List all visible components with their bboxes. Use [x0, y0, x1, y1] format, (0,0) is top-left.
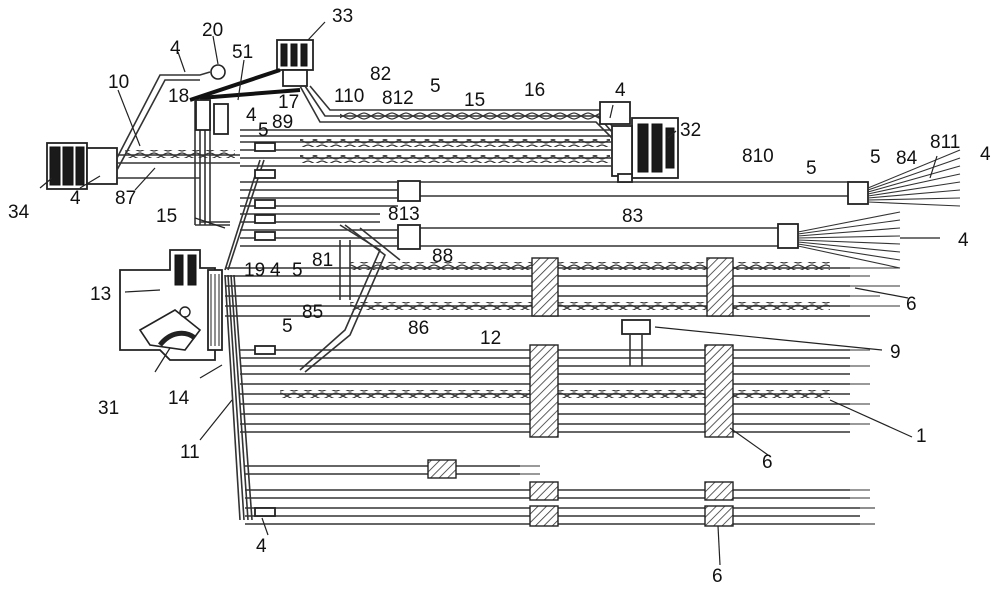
leader-lines — [39, 21, 940, 566]
label-84: 84 — [896, 148, 918, 169]
label-15: 15 — [464, 90, 485, 111]
label-17: 17 — [278, 92, 299, 113]
label-20: 20 — [202, 20, 223, 41]
label-4-right: 4 — [980, 144, 991, 165]
label-4-mid: 4 — [246, 105, 257, 126]
label-4: 4 — [170, 38, 181, 59]
terminal-sleeves — [195, 99, 633, 517]
label-813: 813 — [388, 204, 420, 225]
label-5-right-lower: 5 — [806, 158, 817, 179]
label-6-bottom: 6 — [712, 566, 723, 587]
label-33: 33 — [332, 6, 353, 27]
label-11: 11 — [180, 442, 200, 463]
connector-33 — [276, 39, 314, 87]
label-5: 5 — [430, 76, 441, 97]
label-810: 810 — [742, 146, 774, 167]
label-81: 81 — [312, 250, 333, 271]
label-14: 14 — [168, 388, 190, 409]
label-4-19: 4 — [270, 260, 281, 281]
label-812: 812 — [382, 88, 414, 109]
label-18: 18 — [168, 86, 189, 107]
label-811: 811 — [930, 132, 960, 153]
label-31: 31 — [98, 398, 119, 419]
label-13: 13 — [90, 284, 111, 305]
label-5-19: 5 — [292, 260, 303, 281]
label-110: 110 — [334, 86, 364, 107]
label-10: 10 — [108, 72, 129, 93]
label-85: 85 — [302, 302, 323, 323]
label-16: 16 — [524, 80, 545, 101]
label-32: 32 — [680, 120, 701, 141]
label-88: 88 — [432, 246, 453, 267]
label-4-right-lower: 4 — [958, 230, 969, 251]
connector-31 — [119, 249, 223, 361]
label-34: 34 — [8, 202, 30, 223]
clamps — [427, 257, 734, 527]
label-89: 89 — [272, 112, 293, 133]
label-19: 19 — [244, 260, 265, 281]
label-83: 83 — [622, 206, 643, 227]
label-4-connector-32: 4 — [615, 80, 626, 101]
label-87: 87 — [115, 188, 136, 209]
connector-32 — [611, 117, 679, 179]
label-4-bottom: 4 — [256, 536, 267, 557]
label-6-upper: 6 — [906, 294, 917, 315]
label-5-85: 5 — [282, 316, 293, 337]
label-12: 12 — [480, 328, 501, 349]
label-4-left: 4 — [70, 188, 81, 209]
label-15-left: 15 — [156, 206, 177, 227]
reference-labels: 33 20 4 51 10 18 17 110 82 812 5 15 16 4… — [8, 6, 991, 587]
label-5-mid: 5 — [258, 120, 269, 141]
label-51: 51 — [232, 42, 253, 63]
label-86: 86 — [408, 318, 429, 339]
wire-tips — [520, 267, 900, 525]
label-1: 1 — [916, 426, 927, 447]
connector-34 — [46, 142, 118, 190]
label-82: 82 — [370, 64, 391, 85]
label-6-middle: 6 — [762, 452, 773, 473]
label-5-right: 5 — [870, 147, 881, 168]
label-9: 9 — [890, 342, 901, 363]
